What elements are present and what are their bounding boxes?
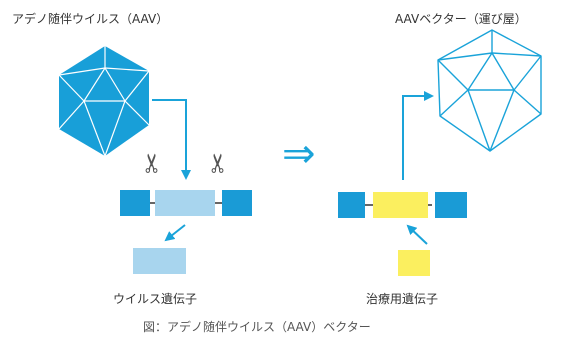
therapeutic-gene (398, 250, 430, 276)
scissors-icon: ✂ (204, 152, 234, 174)
removed-viral-gene (133, 248, 186, 274)
right-title: AAVベクター（運び屋） (395, 12, 527, 26)
figure-caption: 図：アデノ随伴ウイルス（AAV）ベクター (143, 320, 371, 334)
itr-block (222, 190, 252, 216)
wild-type-genome (120, 190, 252, 216)
itr-block (435, 192, 467, 218)
left-gene-label: ウイルス遺伝子 (113, 292, 198, 306)
arrow-icon (164, 224, 186, 242)
left-title: アデノ随伴ウイルス（AAV） (12, 12, 169, 26)
therapeutic-gene-block (373, 192, 428, 218)
vector-genome (338, 192, 467, 218)
aav-vector-icon (437, 29, 542, 152)
arrow-icon (406, 224, 428, 245)
aav-capsid-icon (58, 46, 150, 157)
itr-block (338, 192, 365, 218)
viral-gene-block (155, 190, 215, 216)
arrow-icon (152, 99, 191, 180)
arrow-icon (402, 91, 434, 180)
double-arrow-icon: ⇒ (282, 131, 316, 177)
scissors-icon: ✂ (138, 152, 168, 174)
right-gene-label: 治療用遺伝子 (366, 292, 439, 306)
itr-block (120, 190, 150, 216)
